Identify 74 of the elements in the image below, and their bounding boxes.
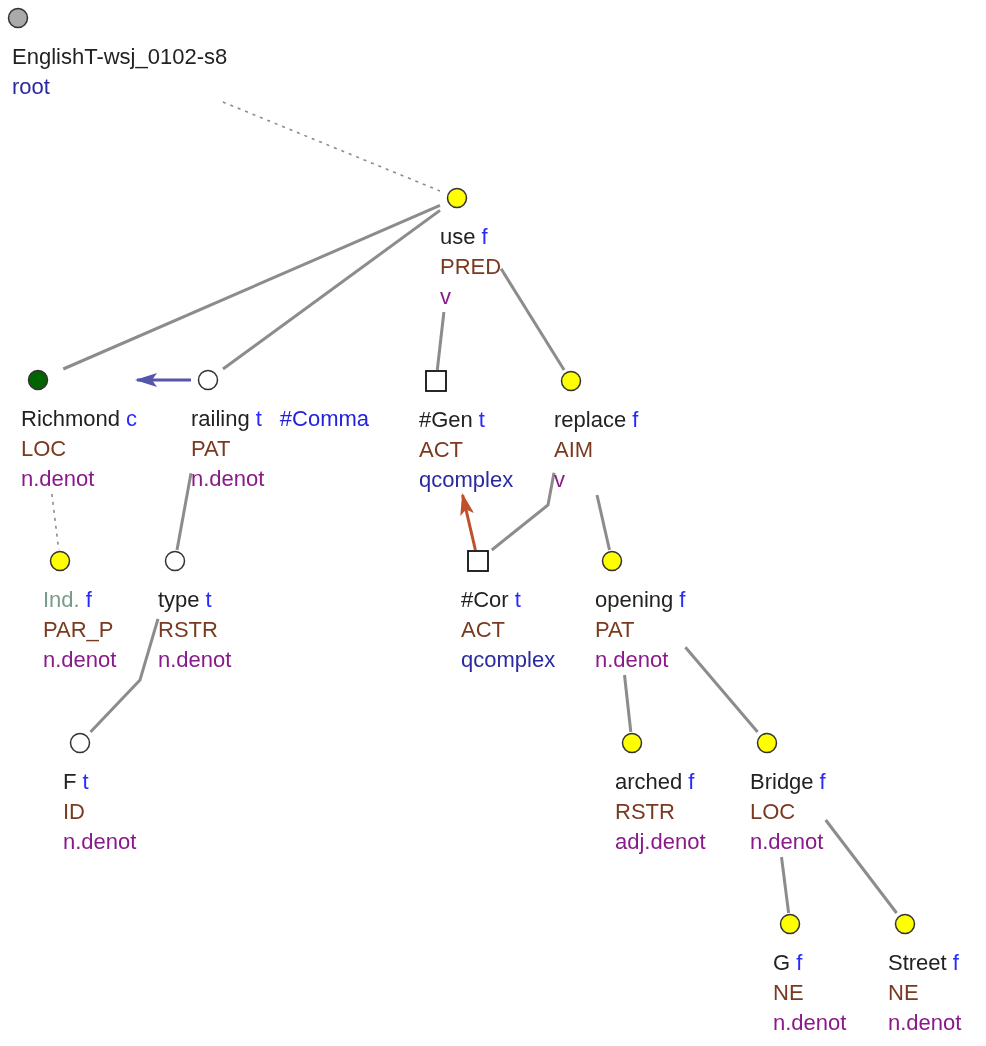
coreference-label: #Comma — [279, 405, 370, 433]
tree-edge — [62, 204, 441, 371]
node-lemma: use — [440, 223, 476, 251]
functor-label: LOC — [21, 435, 67, 463]
sempos-label: n.denot — [191, 465, 265, 493]
tfa-label: t — [255, 405, 262, 433]
tfa-label: f — [85, 586, 92, 614]
sempos-label: v — [440, 283, 451, 311]
tfa-label: t — [478, 406, 485, 434]
tfa-label: t — [205, 586, 212, 614]
functor-label: LOC — [750, 798, 796, 826]
tree-id: EnglishT-wsj_0102-s8 — [12, 43, 228, 71]
functor-label: RSTR — [615, 798, 675, 826]
tree-edge — [595, 494, 611, 551]
node-lemma: Ind. — [43, 586, 80, 614]
sempos-label: n.denot — [750, 828, 824, 856]
node-lemma: F — [63, 768, 77, 796]
functor-label: ACT — [461, 616, 505, 644]
sempos-label: n.denot — [595, 646, 669, 674]
node-lemma: G — [773, 949, 791, 977]
sempos-label: adj.denot — [615, 828, 706, 856]
functor-label: NE — [888, 979, 919, 1007]
node-lemma: Richmond — [21, 405, 121, 433]
node-lemma: type — [158, 586, 200, 614]
arrow — [135, 373, 191, 387]
tfa-label: f — [632, 406, 639, 434]
sempos-label: qcomplex — [461, 646, 556, 674]
functor-label: PAR_P — [43, 616, 114, 644]
tfa-label: f — [952, 949, 959, 977]
tfa-label: f — [819, 768, 826, 796]
node-lemma: #Gen — [419, 406, 473, 434]
arrow — [460, 493, 477, 551]
functor-label: ID — [63, 798, 85, 826]
node-lemma: opening — [595, 586, 674, 614]
tree-edge — [490, 472, 556, 552]
tree-edge — [222, 209, 441, 371]
sempos-label: n.denot — [773, 1009, 847, 1037]
node-lemma: arched — [615, 768, 683, 796]
tree-edge — [435, 311, 446, 371]
sempos-label: qcomplex — [419, 466, 514, 494]
functor-label: AIM — [554, 436, 594, 464]
tree-edge — [623, 674, 633, 733]
functor-label: PAT — [595, 616, 635, 644]
node-lemma: replace — [554, 406, 627, 434]
sempos-label: n.denot — [63, 828, 137, 856]
sempos-label: n.denot — [21, 465, 95, 493]
functor-label: PRED — [440, 253, 502, 281]
tree-edge — [89, 618, 160, 734]
tree-edge — [499, 268, 566, 371]
sempos-label: v — [554, 466, 565, 494]
node-lemma: Street — [888, 949, 947, 977]
node-lemma: Bridge — [750, 768, 814, 796]
functor-label: ACT — [419, 436, 463, 464]
functor-label: RSTR — [158, 616, 218, 644]
tfa-label: f — [679, 586, 686, 614]
tree-edge — [684, 646, 759, 733]
tfa-label: t — [82, 768, 89, 796]
functor-label: NE — [773, 979, 804, 1007]
tfa-label: f — [481, 223, 488, 251]
sempos-label: n.denot — [158, 646, 232, 674]
node-lemma: #Cor — [461, 586, 509, 614]
tfa-label: f — [688, 768, 695, 796]
tfa-label: t — [514, 586, 521, 614]
functor-label: PAT — [191, 435, 231, 463]
sempos-label: n.denot — [888, 1009, 962, 1037]
node-lemma: railing — [191, 405, 250, 433]
root-label: root — [12, 73, 50, 101]
sempos-label: n.denot — [43, 646, 117, 674]
tree-edge — [780, 856, 791, 914]
tree-edge — [175, 472, 193, 551]
dotted-edge — [222, 101, 441, 192]
tree-edge — [824, 819, 898, 914]
tfa-label: f — [796, 949, 803, 977]
tfa-label: c — [126, 405, 138, 433]
